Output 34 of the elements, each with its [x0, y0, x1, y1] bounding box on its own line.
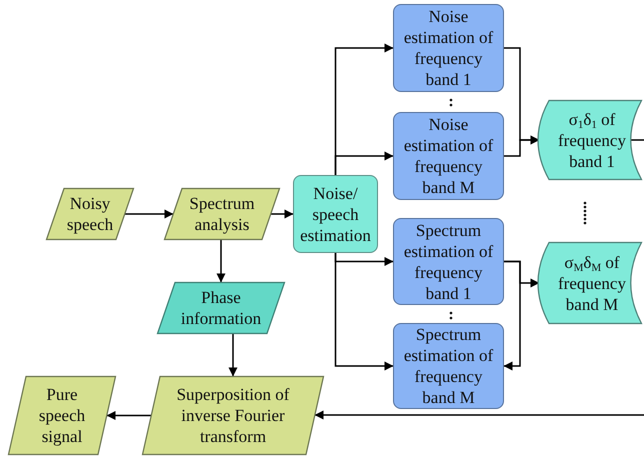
arrow [334, 152, 394, 175]
process-box [393, 4, 504, 92]
process-box [393, 323, 504, 409]
parallelogram-box [157, 282, 285, 334]
stored-data-shape [538, 100, 642, 180]
stored-data-shape [538, 242, 642, 324]
node-label: Noise estimation of frequency band M [402, 114, 494, 198]
parallelogram-box [8, 376, 116, 455]
node-label: Phase information [180, 287, 262, 329]
node-label: σ$_{M}$δ$_{M}$ of frequency band M [557, 252, 627, 314]
arrow [106, 411, 151, 420]
arrow [271, 210, 294, 218]
parallelogram-box [164, 188, 280, 240]
arrow [504, 260, 521, 370]
node-label: Spectrum estimation of frequency band 1 [402, 220, 494, 304]
node-label: Spectrum analysis [188, 193, 256, 235]
arrow [334, 253, 394, 370]
parallelogram-box [142, 376, 324, 455]
node-label: Noisy speech [66, 193, 114, 235]
parallelogram-box [46, 188, 134, 240]
node-label: Spectrum estimation of frequency band M [402, 324, 494, 408]
process-box [393, 112, 504, 200]
node-label: Noise estimation of frequency band 1 [402, 6, 494, 90]
node-label: Superposition of inverse Fourier transform [176, 384, 290, 447]
arrow [314, 410, 644, 420]
node-label: σ$_{1}$δ$_{1}$ of frequency band 1 [557, 108, 627, 172]
node-label: Noise/ speech estimation [299, 182, 372, 246]
arrow [504, 136, 540, 157]
node-label: Pure speech signal [38, 384, 86, 447]
arrow [228, 334, 238, 376]
arrow [125, 210, 174, 218]
process-box [293, 175, 378, 253]
arrow [216, 240, 226, 282]
process-box [393, 218, 504, 305]
